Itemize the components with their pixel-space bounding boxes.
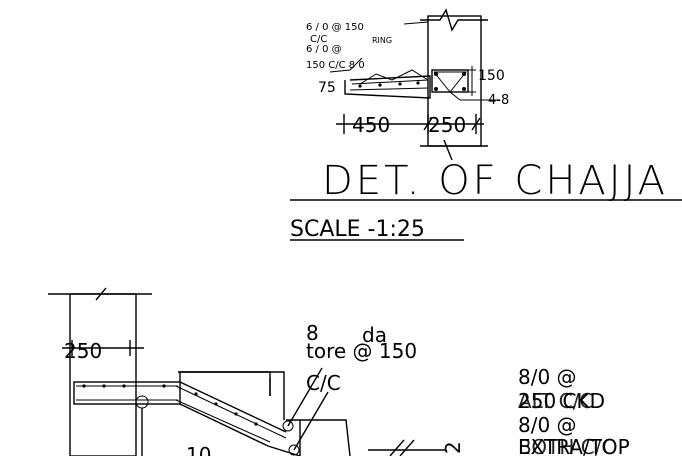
ring-rebar-c: 6 / 0 @ bbox=[306, 44, 342, 55]
note-8: 8 bbox=[306, 321, 319, 345]
right-note-3: 8/0 @ bbox=[518, 413, 577, 437]
right-note-2: 250 CKD bbox=[518, 389, 605, 413]
right-note-4: EXTRA/TOP bbox=[518, 435, 630, 456]
stair-wall bbox=[69, 293, 137, 456]
dim-250: 250 bbox=[428, 113, 466, 137]
leader-ring bbox=[403, 21, 429, 25]
dim-10: 10 bbox=[186, 443, 211, 456]
wall-break-line bbox=[420, 8, 488, 32]
dim-2: 2 bbox=[441, 441, 465, 454]
stair-dim-250: 250 bbox=[64, 339, 102, 363]
right-note-2-overlap: ALT C/C bbox=[518, 389, 593, 413]
drawing-title: DET. OF CHAJJA bbox=[322, 158, 668, 204]
right-note-1: 8/0 @ bbox=[518, 365, 577, 389]
dim-75: 75 bbox=[318, 80, 336, 96]
chajja-detail: 6 / 0 @ 150 C/C 6 / 0 @ RING 150 C/C 8 0… bbox=[306, 8, 509, 161]
note-tore: tore @ 150 bbox=[306, 339, 417, 363]
ring-rebar-b: C/C bbox=[310, 34, 327, 45]
chajja-slab bbox=[344, 69, 469, 99]
staircase-detail: 250 8 da tore @ 150 C/C 8/0 @ 250 CKD AL… bbox=[48, 287, 630, 456]
ring-label: RING bbox=[372, 36, 392, 45]
dim-450: 450 bbox=[352, 113, 390, 137]
dim-150: 150 bbox=[478, 68, 505, 84]
note-cc: C/C bbox=[306, 371, 341, 395]
title-block: DET. OF CHAJJA SCALE -1:25 bbox=[290, 158, 682, 242]
note-da: da bbox=[362, 323, 387, 347]
bars-4-8: 4-8 bbox=[488, 93, 509, 108]
ring-rebar-d: 150 C/C 8 0 bbox=[306, 60, 365, 71]
right-note-4-overlap: BOTH C/C bbox=[518, 435, 615, 456]
ring-rebar-a: 6 / 0 @ 150 bbox=[306, 22, 364, 33]
drawing-scale: SCALE -1:25 bbox=[290, 217, 425, 242]
